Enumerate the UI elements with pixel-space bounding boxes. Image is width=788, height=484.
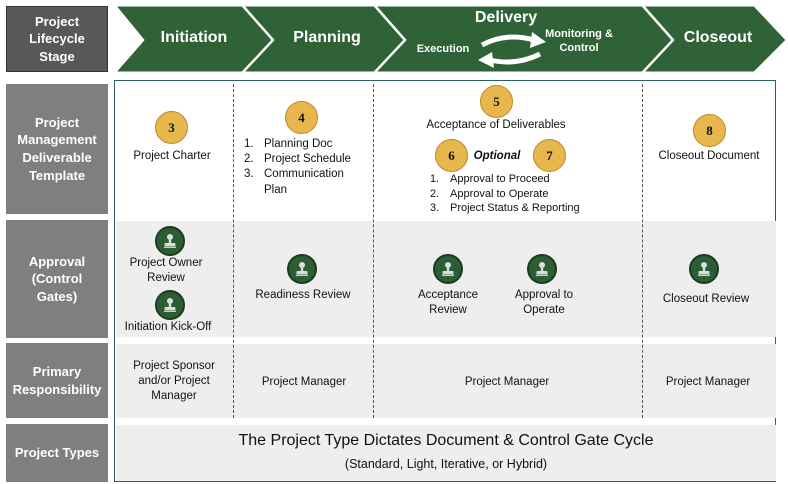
- approval-acceptance-review: Acceptance Review: [417, 289, 479, 317]
- delivery-deliverable-list: 1.Approval to Proceed 2.Approval to Oper…: [430, 172, 630, 216]
- row-header-project-types: Project Types: [6, 424, 108, 482]
- divider-planning-delivery: [373, 84, 374, 418]
- stamp-icon: [527, 254, 557, 284]
- approval-approval-to-operate: Approval to Operate: [514, 289, 574, 317]
- stage-execution: Execution: [416, 43, 470, 55]
- row-header-stage: Project Lifecycle Stage: [6, 6, 108, 72]
- deliverable-closeout-document: Closeout Document: [658, 150, 760, 162]
- delivery-item: 2.Approval to Operate: [430, 187, 549, 200]
- approval-project-owner-review: Project Owner Review: [129, 257, 203, 285]
- row-header-approval-label: Approval (Control Gates): [28, 253, 86, 304]
- deliverable-number-8: 8: [693, 114, 726, 147]
- planning-item: 3.Communication Plan: [244, 168, 344, 196]
- cycle-arrows-icon: [478, 32, 546, 68]
- row-header-stage-label: Project Lifecycle Stage: [29, 13, 85, 64]
- project-types-subtitle: (Standard, Light, Iterative, or Hybrid): [344, 457, 548, 471]
- chevron-closeout: [642, 5, 787, 73]
- stage-monitoring-control: Monitoring & Control: [545, 28, 613, 55]
- project-types-band: [116, 425, 776, 481]
- row-header-approval: Approval (Control Gates): [6, 220, 108, 338]
- row-header-deliverable: Project Management Deliverable Template: [6, 84, 108, 214]
- row-header-responsibility: Primary Responsibility: [6, 343, 108, 418]
- delivery-item: 3.Project Status & Reporting: [430, 202, 580, 215]
- row-header-project-types-label: Project Types: [14, 445, 100, 461]
- stamp-icon: [155, 290, 185, 320]
- deliverable-number-5: 5: [480, 85, 513, 118]
- approval-readiness-review: Readiness Review: [255, 289, 351, 301]
- delivery-item: 1.Approval to Proceed: [430, 173, 550, 185]
- planning-item: 1.Planning Doc: [244, 138, 333, 150]
- planning-item: 2.Project Schedule: [244, 153, 351, 166]
- stamp-icon: [689, 254, 719, 284]
- deliverable-project-charter: Project Charter: [133, 150, 211, 162]
- stage-closeout: Closeout: [683, 29, 753, 46]
- deliverable-number-3: 3: [155, 111, 188, 144]
- stamp-icon: [155, 226, 185, 256]
- deliverable-acceptance: Acceptance of Deliverables: [426, 119, 566, 131]
- deliverable-number-7: 7: [533, 139, 566, 172]
- divider-initiation-planning: [233, 84, 234, 418]
- responsibility-delivery: Project Manager: [464, 376, 550, 388]
- approval-initiation-kickoff: Initiation Kick-Off: [124, 321, 212, 333]
- divider-delivery-closeout: [642, 84, 643, 418]
- project-types-headline: The Project Type Dictates Document & Con…: [238, 432, 654, 449]
- stamp-icon: [287, 254, 317, 284]
- planning-deliverable-list: 1.Planning Doc 2.Project Schedule 3.Comm…: [244, 137, 366, 198]
- stage-planning: Planning: [293, 29, 361, 46]
- stage-delivery: Delivery: [474, 9, 538, 26]
- responsibility-planning: Project Manager: [261, 376, 347, 388]
- deliverable-number-6: 6: [435, 139, 468, 172]
- stamp-icon: [433, 254, 463, 284]
- row-header-responsibility-label: Primary Responsibility: [12, 363, 102, 397]
- approval-closeout-review: Closeout Review: [662, 293, 750, 305]
- responsibility-initiation: Project Sponsor and/or Project Manager: [133, 360, 215, 403]
- stage-initiation: Initiation: [160, 29, 228, 46]
- responsibility-band: [116, 344, 776, 418]
- deliverable-optional: Optional: [473, 150, 521, 162]
- row-header-deliverable-label: Project Management Deliverable Template: [17, 114, 97, 183]
- chevron-planning: [242, 5, 405, 73]
- responsibility-closeout: Project Manager: [665, 376, 751, 388]
- deliverable-number-4: 4: [285, 101, 318, 134]
- chevron-initiation: [114, 5, 273, 73]
